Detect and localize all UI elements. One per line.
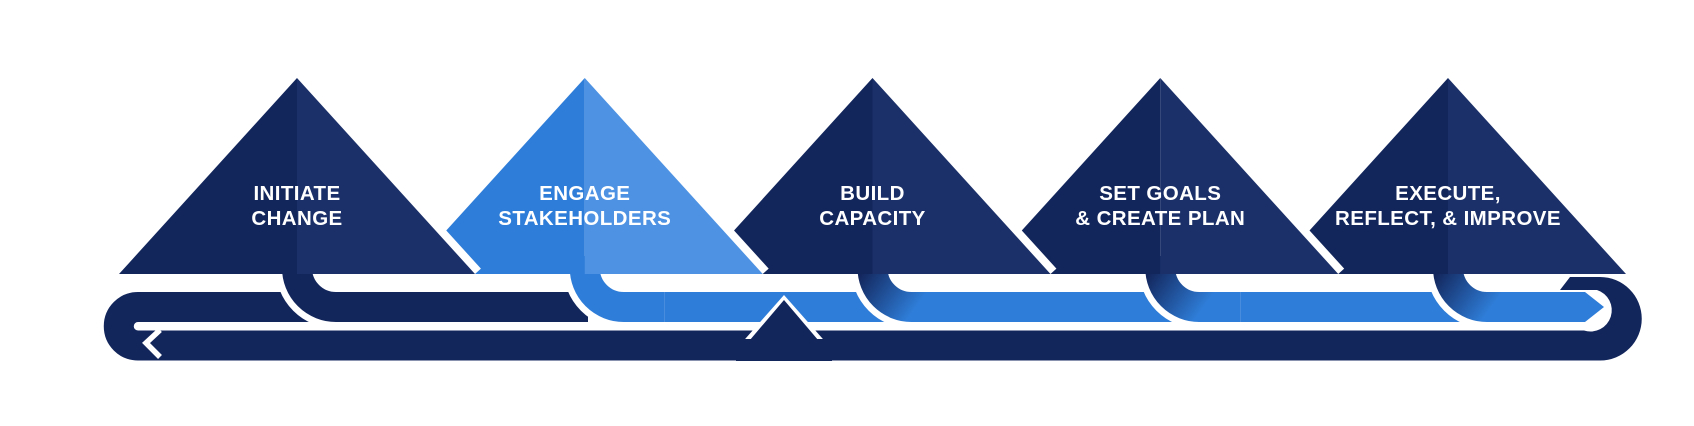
- pyramid-label: EXECUTE,REFLECT, & IMPROVE: [1335, 182, 1561, 230]
- pyramid-label-line2: CHANGE: [251, 207, 342, 230]
- road-switchback-path: [103, 292, 1563, 361]
- road-right-hook: [1545, 277, 1642, 361]
- pyramid-label-line2: CAPACITY: [819, 207, 925, 230]
- hidden-peak: [736, 294, 832, 361]
- pyramid-face-left: [982, 78, 1161, 274]
- pyramids-layer: EXECUTE,REFLECT, & IMPROVE SET GOALS& CRE…: [113, 66, 1632, 280]
- pyramid-face-left: [1270, 78, 1448, 274]
- pyramid-label-line1: BUILD: [840, 182, 905, 205]
- pyramid-label-line2: STAKEHOLDERS: [498, 207, 671, 230]
- pyramid-label-line2: REFLECT, & IMPROVE: [1335, 207, 1561, 230]
- pyramid-label-line1: EXECUTE,: [1395, 182, 1501, 205]
- pyramid-face-left: [406, 78, 585, 274]
- pyramid-label-line1: ENGAGE: [539, 182, 630, 205]
- pyramid-execute-reflect-improve: EXECUTE,REFLECT, & IMPROVE: [1264, 66, 1632, 280]
- pyramid-label-line1: INITIATE: [253, 182, 340, 205]
- pyramid-face-right: [872, 78, 1051, 274]
- pyramid-face-right: [584, 78, 763, 274]
- pyramid-label-line1: SET GOALS: [1099, 182, 1221, 205]
- hidden-peak-base: [736, 339, 832, 361]
- pyramid-face-right: [1448, 78, 1626, 274]
- roads-layer: [103, 277, 1642, 361]
- pyramid-face-right: [1160, 78, 1339, 274]
- pyramid-face-right: [297, 78, 475, 274]
- pyramid-label-line2: & CREATE PLAN: [1075, 207, 1245, 230]
- pyramid-face-left: [119, 78, 297, 274]
- hidden-peak-fill: [744, 300, 824, 347]
- pyramid-face-left: [694, 78, 873, 274]
- chevron-left-icon: [142, 327, 162, 359]
- pyramid-label: SET GOALS& CREATE PLAN: [1075, 182, 1245, 230]
- pyramid-set-goals-create-plan: SET GOALS& CREATE PLAN: [976, 66, 1345, 280]
